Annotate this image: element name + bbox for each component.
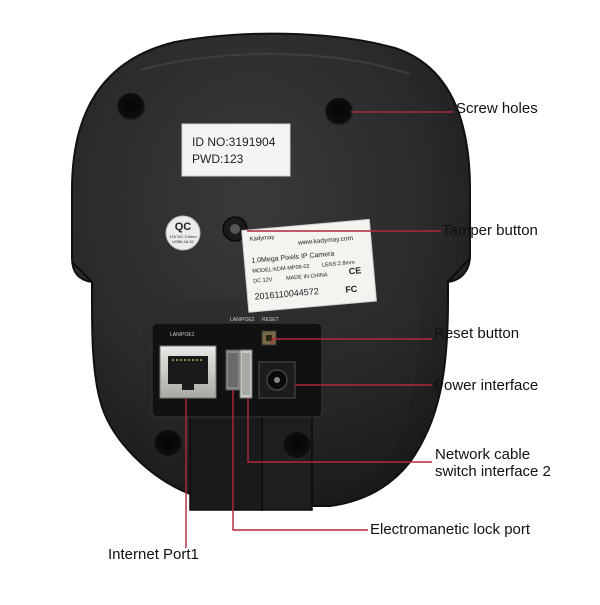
label-ce-mark: CE: [348, 265, 361, 276]
qc-line-1: 12V DC 2.0mm: [169, 234, 197, 239]
screw-hole: [154, 430, 182, 458]
callout-text: Network cable: [435, 446, 531, 463]
callout-electromagnetic-lock: Electromanetic lock port: [370, 521, 530, 538]
callout-text: Electromanetic lock port: [370, 521, 531, 538]
callout-text: Internet Port1: [108, 546, 199, 563]
internet-port: [159, 345, 217, 399]
callout-internet-port: Internet Port1: [108, 546, 199, 563]
tamper-button: [222, 216, 248, 242]
screw-holes: [117, 93, 353, 460]
password: PWD:123: [192, 152, 244, 166]
callout-text: Screw holes: [456, 100, 538, 117]
power-interface: [258, 361, 296, 399]
callout-power-interface: Power interface: [434, 377, 538, 394]
screw-hole: [283, 432, 311, 460]
leader-reset-button: [271, 338, 432, 345]
callout-text: Reset button: [434, 325, 520, 342]
network-switch-interface: [239, 349, 253, 399]
leader-network-switch: [247, 398, 432, 463]
callout-reset-button: Reset button: [434, 325, 519, 342]
id-number: ID NO:3191904: [192, 135, 276, 149]
label-fc-mark: FC: [345, 284, 358, 295]
reset-button: [261, 330, 277, 346]
callout-tamper-button: Tamper button: [442, 222, 538, 239]
callout-network-cable-switch: Network cable switch interface 2: [435, 446, 551, 480]
leader-lines: [185, 111, 453, 548]
callout-text: Power interface: [434, 377, 539, 394]
label-brand: Kadymay: [249, 235, 274, 243]
leader-electromagnetic-lock: [232, 390, 368, 531]
qc-line-2: USB6.18.02: [172, 239, 194, 244]
port-label-lan2: LAN/POE2: [230, 317, 255, 323]
screw-hole: [117, 93, 145, 121]
callout-text: switch interface 2: [435, 463, 551, 480]
id-sticker: ID NO:3191904 PWD:123: [181, 123, 291, 177]
label-lens: LENS:2.8mm: [322, 260, 356, 269]
qc-title: QC: [175, 221, 192, 233]
electromagnetic-lock-port: [225, 349, 241, 391]
callout-text: Tamper button: [442, 222, 538, 239]
qc-badge: QC 12V DC 2.0mm USB6.18.02: [165, 215, 201, 251]
product-label: Kadymay www.kadymay.com 1.0Mega Pixels I…: [241, 218, 377, 313]
callout-screw-holes: Screw holes: [456, 100, 538, 117]
label-power: DC 12V: [253, 277, 273, 285]
screw-hole: [325, 98, 353, 126]
port-label-reset: RESET: [262, 317, 279, 323]
label-origin: MADE IN CHINA: [286, 272, 328, 282]
label-model: MODEL:KDM-MP06-02: [252, 264, 310, 275]
port-label-lan: LAN/POE1: [170, 332, 195, 338]
label-website: www.kadymay.com: [297, 235, 354, 247]
